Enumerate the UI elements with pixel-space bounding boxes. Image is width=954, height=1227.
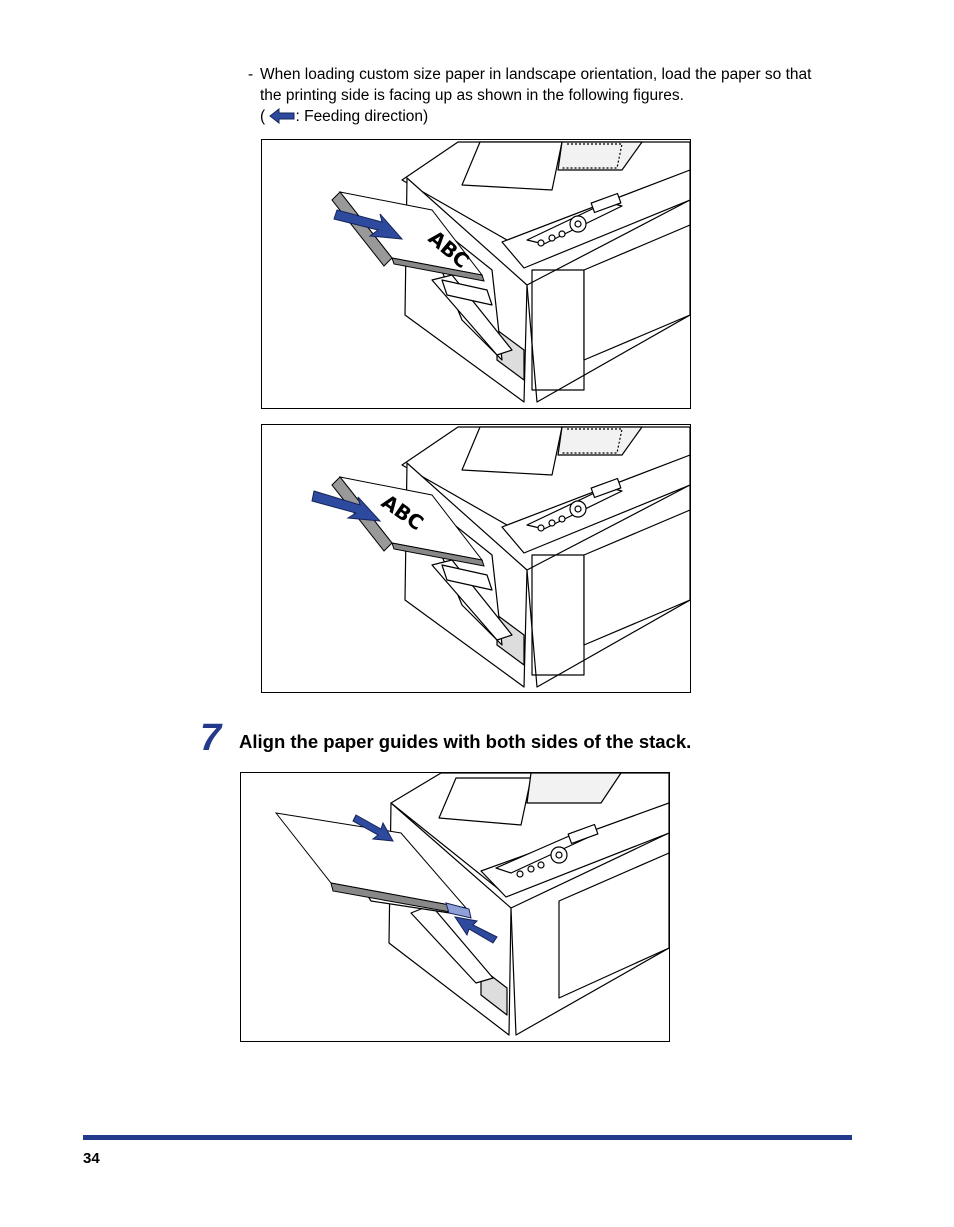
note-line-2: the printing side is facing up as shown … <box>260 87 684 104</box>
figure-align-paper-guides <box>240 772 670 1042</box>
guide-arrow-bottom-icon <box>453 916 498 944</box>
note-bullet: - <box>248 66 254 83</box>
feed-arrow-icon <box>333 209 404 240</box>
figure-landscape-loading-1: ABC <box>261 139 691 409</box>
step-instruction: Align the paper guides with both sides o… <box>239 731 692 752</box>
figure-landscape-loading-2: ABC <box>261 424 691 693</box>
printer-illustration-1: ABC <box>331 141 690 403</box>
guide-arrow-top-icon <box>352 814 394 842</box>
footer-rule <box>83 1135 852 1140</box>
printer-illustration-3 <box>274 773 669 1036</box>
note-line-1: When loading custom size paper in landsc… <box>260 66 812 83</box>
step-number: 7 <box>200 717 222 759</box>
printer-illustration-2: ABC <box>311 426 690 688</box>
page-number: 34 <box>83 1150 100 1167</box>
feeding-direction-arrow-icon <box>269 107 295 130</box>
note-paren-open: ( <box>260 108 266 125</box>
note-feeding-direction: : Feeding direction) <box>295 108 429 125</box>
feed-arrow-icon <box>311 490 382 522</box>
note-line-3: ( : Feeding direction) <box>260 106 428 130</box>
paper-guide-highlight <box>445 902 472 919</box>
